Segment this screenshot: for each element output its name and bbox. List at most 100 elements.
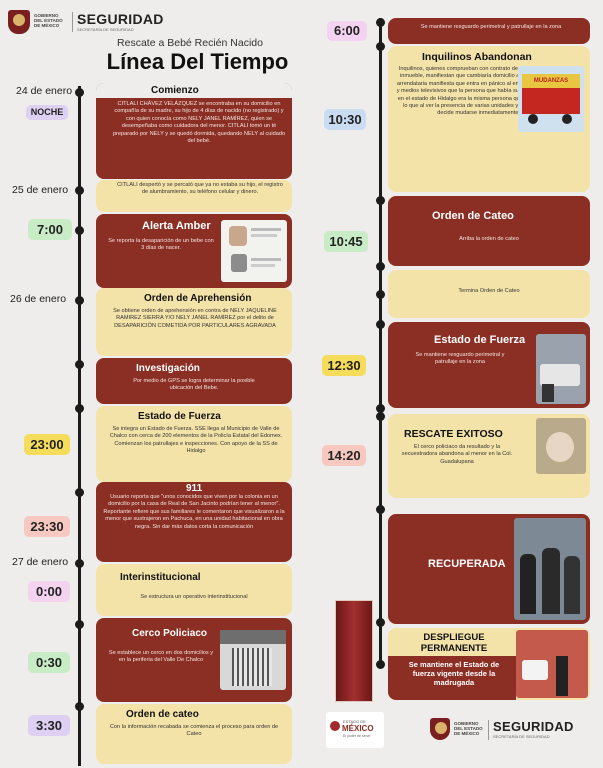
event-body: Se integra un Estado de Fuerza. SSE lleg… — [109, 426, 283, 455]
event-body: Arriba la orden de cateo — [459, 236, 519, 242]
state-crest-icon — [430, 718, 450, 740]
event-body: Se mantiene el Estado de fuerza vigente … — [408, 660, 500, 687]
event-card-investigacion: Investigación Por medio de GPS se logra … — [96, 358, 292, 404]
moving-truck-photo: MUDANZAS — [518, 66, 584, 132]
timeline-dot — [75, 186, 84, 195]
amber-alert-photo — [221, 220, 287, 282]
event-card-inquilinos: Inquilinos Abandonan Inquilinos, quienes… — [388, 46, 590, 192]
event-body: Se reporta la desaparición de un bebe co… — [108, 238, 214, 252]
event-title: RESCATE EXITOSO — [404, 428, 503, 440]
timeline-dot — [75, 296, 84, 305]
timeline-dot — [75, 226, 84, 235]
timeline-dot — [75, 702, 84, 711]
footer-seguridad-logo: GOBIERNO DEL ESTADO DE MÉXICO SEGURIDAD … — [430, 718, 590, 746]
edomex-tag: El poder de servir — [343, 734, 371, 738]
gov-line: GOBIERNO DEL ESTADO DE MÉXICO — [34, 13, 63, 28]
date-label: 26 de enero — [10, 293, 67, 305]
event-card-alerta-amber: Alerta Amber Se reporta la desaparición … — [96, 214, 292, 288]
event-body: Se mantiene resguardo perimetral y patru… — [415, 352, 505, 366]
timeline-dot — [75, 360, 84, 369]
event-body: Por medio de GPS se logra determinar la … — [133, 378, 255, 392]
time-pill: 7:00 — [28, 219, 72, 240]
time-pill: 14:20 — [322, 445, 366, 466]
event-card-recuperada: RECUPERADA — [388, 514, 590, 624]
event-title: Orden de Aprehensión — [144, 293, 252, 304]
decorative-bar — [335, 600, 373, 702]
event-title: 911 — [186, 483, 203, 494]
event-title: Inquilinos Abandonan — [422, 51, 532, 63]
page-subtitle: Rescate a Bebé Recién Nacido — [117, 37, 263, 49]
event-card-resguardo: Se mantiene resguardo perimetral y patru… — [388, 18, 590, 44]
event-card-termina-cateo: Termina Orden de Cateo — [388, 270, 590, 318]
timeline-dot — [376, 505, 385, 514]
edomex-name: MÉXICO — [342, 724, 374, 733]
event-title: Alerta Amber — [142, 220, 211, 232]
event-body: El cerco policiaco da resultado y la sec… — [401, 444, 513, 465]
timeline-dot — [75, 620, 84, 629]
timeline-left-line — [78, 86, 81, 766]
state-crest-icon — [8, 10, 30, 34]
event-card-orden-cateo: Orden de cateo Con la información recaba… — [96, 704, 292, 764]
event-card-estado-fuerza-1230: Estado de Fuerza Se mantiene resguardo p… — [388, 322, 590, 408]
timeline-dot — [75, 88, 84, 97]
event-body: CITLALI despertó y se percató que ya no … — [117, 182, 283, 196]
event-title: Comienzo — [151, 85, 199, 96]
timeline-dot — [376, 320, 385, 329]
time-pill: 3:30 — [28, 715, 70, 736]
edomex-top: ESTADO DE — [343, 719, 366, 724]
police-photo — [536, 334, 586, 404]
event-body: Se obtiene orden de aprehensión en contr… — [113, 308, 277, 329]
date-label: 24 de enero — [16, 85, 73, 97]
page-title: Línea Del Tiempo — [106, 49, 289, 74]
event-title: Orden de cateo — [126, 709, 199, 720]
timeline-dot — [75, 488, 84, 497]
event-card-rescate-exitoso: RESCATE EXITOSO El cerco policiaco da re… — [388, 414, 590, 498]
timeline-dot — [376, 18, 385, 27]
event-card-911: 911 Usuario reporta que "unos conocidos … — [96, 482, 292, 562]
event-body: Se mantiene resguardo perimetral y patru… — [420, 24, 562, 30]
time-pill: 10:30 — [324, 109, 366, 130]
event-body: Inquilinos, quienes comprueban con contr… — [396, 66, 584, 117]
divider — [72, 12, 73, 32]
event-card-estado-fuerza: Estado de Fuerza Se integra un Estado de… — [96, 406, 292, 482]
event-card-orden-aprehension: Orden de Aprehensión Se obtiene orden de… — [96, 288, 292, 356]
timeline-dot — [376, 42, 385, 51]
dept-name: SEGURIDAD — [493, 719, 574, 734]
event-card-despliegue: DESPLIEGUE PERMANENTE Se mantiene el Est… — [388, 628, 590, 700]
event-card-orden-cateo-arriba: Orden de Cateo Arriba la orden de cateo — [388, 196, 590, 266]
event-title: Cerco Policiaco — [132, 628, 208, 639]
timeline-dot — [75, 404, 84, 413]
event-body: Se establece un cerco en dos domicilios … — [108, 650, 214, 664]
time-pill: 0:00 — [28, 581, 70, 602]
time-pill: 12:30 — [322, 355, 366, 376]
header-logo: GOBIERNO DEL ESTADO DE MÉXICO SEGURIDAD … — [8, 10, 163, 36]
timeline-dot — [376, 660, 385, 669]
event-body: Usuario reporta que "unos conocidos que … — [103, 494, 285, 530]
time-pill: 0:30 — [28, 652, 70, 673]
time-pill: 10:45 — [324, 231, 368, 252]
timeline-dot — [376, 262, 385, 271]
timeline-dot — [376, 196, 385, 205]
event-body: Termina Orden de Cateo — [458, 288, 520, 294]
event-title: Interinstitucional — [120, 572, 201, 583]
recovered-photo — [514, 518, 586, 620]
event-card-comienzo: Comienzo Comienzo CITLALI CHÁVEZ VELÁZQU… — [96, 83, 292, 179]
time-pill: 6:00 — [327, 21, 367, 41]
event-title: Estado de Fuerza — [138, 411, 221, 422]
edomex-flower-icon — [330, 721, 340, 731]
time-pill: NOCHE — [26, 105, 68, 120]
time-pill: 23:00 — [24, 434, 70, 455]
timeline-right-line — [379, 18, 382, 664]
timeline-dot — [376, 404, 385, 413]
timeline-dot — [376, 618, 385, 627]
event-card-interinstitucional: Interinstitucional Se estructura un oper… — [96, 564, 292, 616]
dept-name: SEGURIDAD — [77, 11, 164, 27]
divider — [488, 720, 489, 740]
timeline-dot — [75, 559, 84, 568]
dept-subtitle: SECRETARÍA DE SEGURIDAD — [77, 27, 134, 32]
date-label: 25 de enero — [12, 184, 69, 196]
date-label: 27 de enero — [12, 556, 69, 568]
rescue-photo — [536, 418, 586, 474]
event-title: DESPLIEGUE PERMANENTE — [420, 632, 488, 654]
event-title: Investigación — [136, 363, 200, 374]
